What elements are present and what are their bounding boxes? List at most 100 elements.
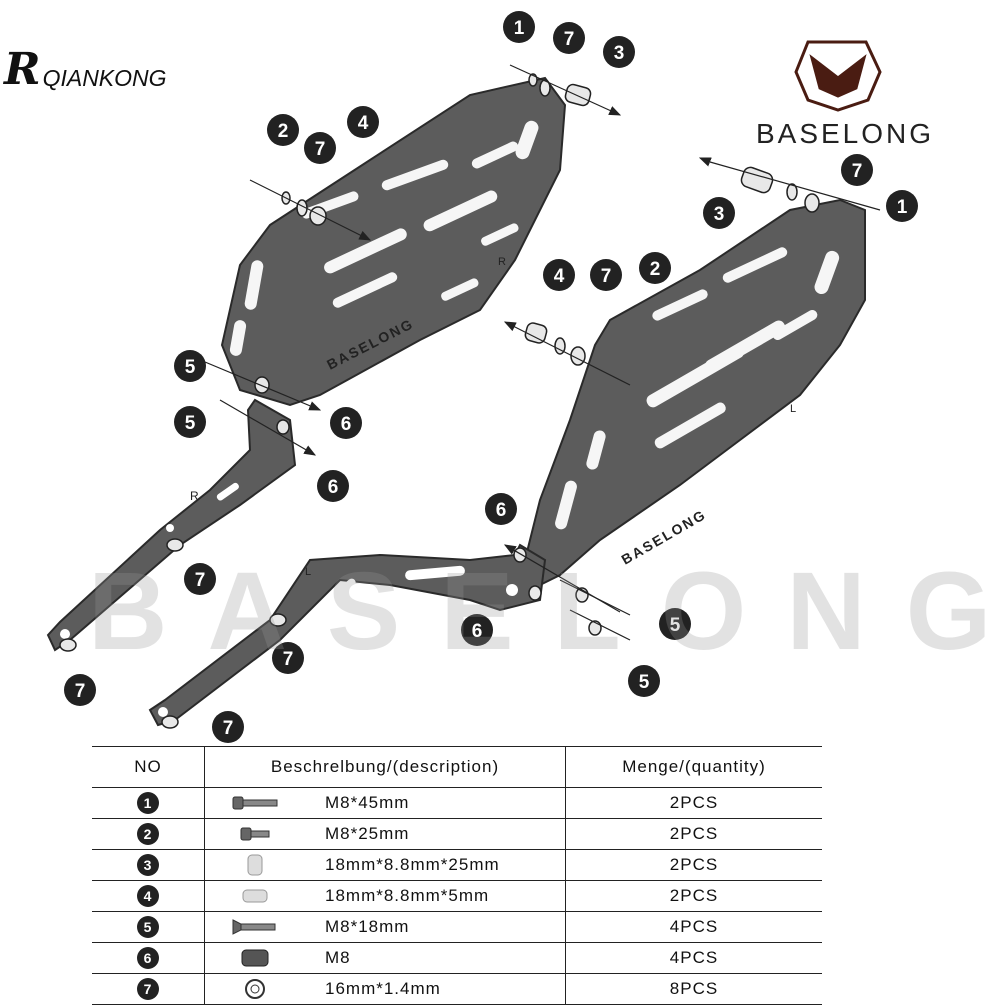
callout-5-b: 5 — [174, 406, 206, 438]
svg-text:7: 7 — [852, 161, 863, 182]
part-quantity: 4PCS — [565, 942, 822, 974]
part-quantity: 2PCS — [565, 849, 822, 881]
svg-text:3: 3 — [714, 204, 725, 225]
svg-text:5: 5 — [185, 413, 196, 434]
callout-badges: 1 7 3 2 7 4 5 5 6 6 7 7 3 7 1 4 7 2 6 6 … — [64, 11, 918, 743]
callout-5-a: 5 — [174, 350, 206, 382]
part-description-cell: 18mm*8.8mm*5mm — [204, 880, 566, 912]
short-spacer-icon — [205, 887, 305, 905]
hardware-parts — [59, 73, 820, 729]
part-number-cell: 6 — [92, 942, 205, 974]
left-side-plate: BASELONG L — [523, 198, 866, 587]
part-description-cell: 18mm*8.8mm*25mm — [204, 849, 566, 881]
callout-7-left: 7 — [304, 132, 336, 164]
long-bolt-icon — [205, 794, 305, 812]
callout-6-c: 6 — [485, 493, 517, 525]
side-mark-l-bracket: L — [305, 566, 311, 578]
svg-text:6: 6 — [496, 500, 507, 521]
svg-text:2: 2 — [650, 259, 661, 280]
svg-text:1: 1 — [897, 197, 908, 218]
part-description-cell: M8 — [204, 942, 566, 974]
part-description-cell: M8*45mm — [204, 787, 566, 819]
part-description: M8 — [325, 948, 351, 967]
callout-3-right: 3 — [703, 197, 735, 229]
svg-text:4: 4 — [554, 266, 565, 287]
svg-text:7: 7 — [564, 29, 575, 50]
svg-text:5: 5 — [185, 357, 196, 378]
part-description: 18mm*8.8mm*5mm — [325, 886, 490, 905]
callout-2-left: 2 — [267, 114, 299, 146]
part-number-badge: 2 — [137, 823, 159, 845]
part-number-badge: 6 — [137, 947, 159, 969]
part-quantity: 2PCS — [565, 880, 822, 912]
callout-7-d: 7 — [64, 674, 96, 706]
part-description: M8*18mm — [325, 917, 410, 936]
callout-5-c: 5 — [659, 608, 691, 640]
svg-text:4: 4 — [358, 113, 369, 134]
svg-text:3: 3 — [614, 43, 625, 64]
callout-4-right: 4 — [543, 259, 575, 291]
callout-7-e: 7 — [272, 642, 304, 674]
svg-text:6: 6 — [472, 621, 483, 642]
part-number-cell: 3 — [92, 849, 205, 881]
side-mark-l-plate: L — [790, 403, 796, 415]
qiankong-logo-text: QIANKONG — [42, 65, 167, 91]
qiankong-logo-letter: R — [4, 44, 41, 95]
table-row: 4 18mm*8.8mm*5mm 2PCS — [92, 880, 822, 912]
callout-7-f: 7 — [212, 711, 244, 743]
part-number-cell: 4 — [92, 880, 205, 912]
leader-lines — [204, 64, 881, 641]
table-header-row: NO Beschrelbung/(description) Menge/(qua… — [92, 746, 822, 788]
short-bolt-icon — [205, 825, 305, 843]
side-mark-r-bracket: R — [190, 489, 199, 503]
callout-6-a: 6 — [330, 407, 362, 439]
svg-text:5: 5 — [670, 615, 681, 636]
part-number-cell: 2 — [92, 818, 205, 850]
part-number-badge: 7 — [137, 978, 159, 1000]
part-number-badge: 3 — [137, 854, 159, 876]
watermark-text: BASELONG — [88, 550, 1000, 673]
header-description: Beschrelbung/(description) — [204, 746, 566, 788]
side-mark-r-plate: R — [498, 256, 506, 268]
part-description-cell: M8*25mm — [204, 818, 566, 850]
countersunk-screw-icon — [205, 918, 305, 936]
part-quantity: 2PCS — [565, 818, 822, 850]
table-row: 6 M8 4PCS — [92, 942, 822, 974]
part-number-cell: 1 — [92, 787, 205, 819]
part-description-cell: M8*18mm — [204, 911, 566, 943]
part-number-cell: 5 — [92, 911, 205, 943]
callout-7-right: 7 — [841, 154, 873, 186]
svg-text:5: 5 — [639, 672, 650, 693]
svg-text:6: 6 — [328, 477, 339, 498]
callout-1-right: 1 — [886, 190, 918, 222]
parts-table: NO Beschrelbung/(description) Menge/(qua… — [92, 746, 822, 1005]
header-quantity: Menge/(quantity) — [565, 746, 822, 788]
callout-7-top: 7 — [553, 22, 585, 54]
callout-2-right: 2 — [639, 252, 671, 284]
svg-text:7: 7 — [195, 570, 206, 591]
header-no: NO — [92, 746, 205, 788]
part-description: M8*45mm — [325, 793, 410, 812]
baselong-logo-text: BASELONG — [755, 118, 935, 149]
part-number-badge: 5 — [137, 916, 159, 938]
part-quantity: 4PCS — [565, 911, 822, 943]
callout-7-c: 7 — [184, 563, 216, 595]
table-row: 3 18mm*8.8mm*25mm 2PCS — [92, 849, 822, 881]
svg-text:1: 1 — [514, 18, 525, 39]
callout-3-top: 3 — [603, 36, 635, 68]
callout-4-left: 4 — [347, 106, 379, 138]
callout-5-d: 5 — [628, 665, 660, 697]
svg-text:6: 6 — [341, 414, 352, 435]
svg-text:7: 7 — [223, 718, 234, 739]
svg-text:7: 7 — [75, 681, 86, 702]
qiankong-logo: R QIANKONG — [4, 46, 167, 92]
part-description: 16mm*1.4mm — [325, 979, 441, 998]
callout-1-top: 1 — [503, 11, 535, 43]
part-description: 18mm*8.8mm*25mm — [325, 855, 500, 874]
svg-text:7: 7 — [283, 649, 294, 670]
exploded-assembly-diagram: BASELONG R R BASELONG L — [46, 11, 918, 743]
svg-text:2: 2 — [278, 121, 289, 142]
baselong-emblem-icon — [794, 40, 882, 112]
nut-icon — [205, 947, 305, 969]
